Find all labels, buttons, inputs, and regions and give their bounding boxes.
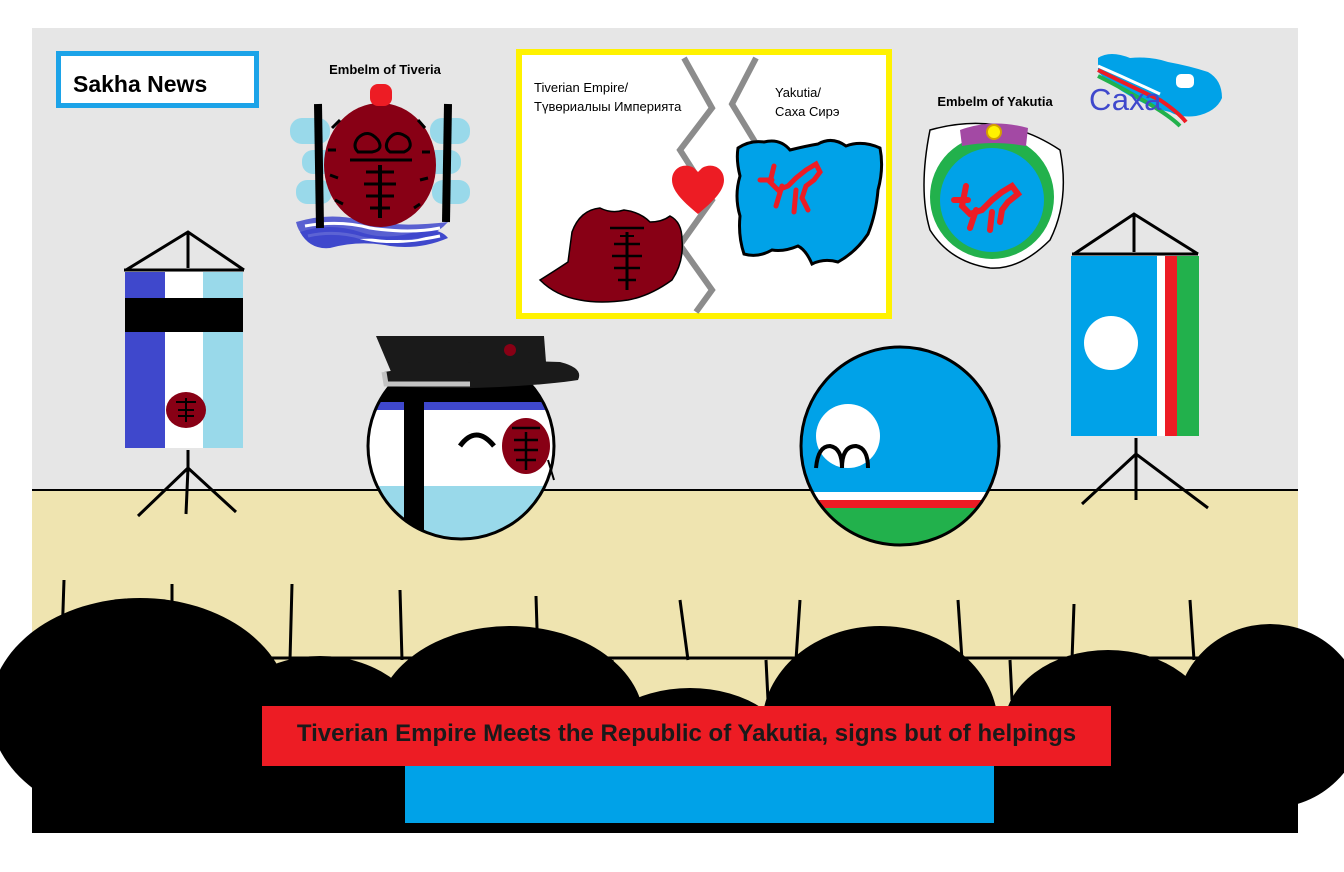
news-logo-box: Sakha News <box>56 51 259 108</box>
saxa-word: Саха <box>1089 82 1162 117</box>
emblem-yakutia-label: Embelm of Yakutia <box>937 94 1053 109</box>
tiveria-flag-icon <box>124 230 245 518</box>
headline-text: Tiverian Empire Meets the Republic of Ya… <box>296 720 1077 747</box>
tiveria-ball-icon <box>366 336 580 541</box>
map-yakutia-label-line2: Саха Сирэ <box>775 104 840 119</box>
news-ticker-bar <box>405 766 994 823</box>
yakutia-ball-icon <box>799 345 1001 547</box>
news-logo-text: Sakha News <box>73 71 208 97</box>
sakha-map-icon <box>1097 54 1222 128</box>
headline-banner: Tiverian Empire Meets the Republic of Ya… <box>262 706 1111 766</box>
yakutia-flag-icon <box>1071 212 1209 510</box>
heart-icon <box>672 165 724 214</box>
map-tiveria-label-line2: Түвөриалыы Империята <box>534 99 682 114</box>
map-yakutia-label-line1: Yakutia/ <box>775 85 822 100</box>
yakutia-emblem-icon <box>923 122 1065 269</box>
emblem-tiveria-label: Embelm of Tiveria <box>329 62 441 77</box>
tiveria-emblem-icon <box>290 84 470 249</box>
map-frame <box>516 49 892 319</box>
map-tiveria-label-line1: Tiverian Empire/ <box>534 80 629 95</box>
